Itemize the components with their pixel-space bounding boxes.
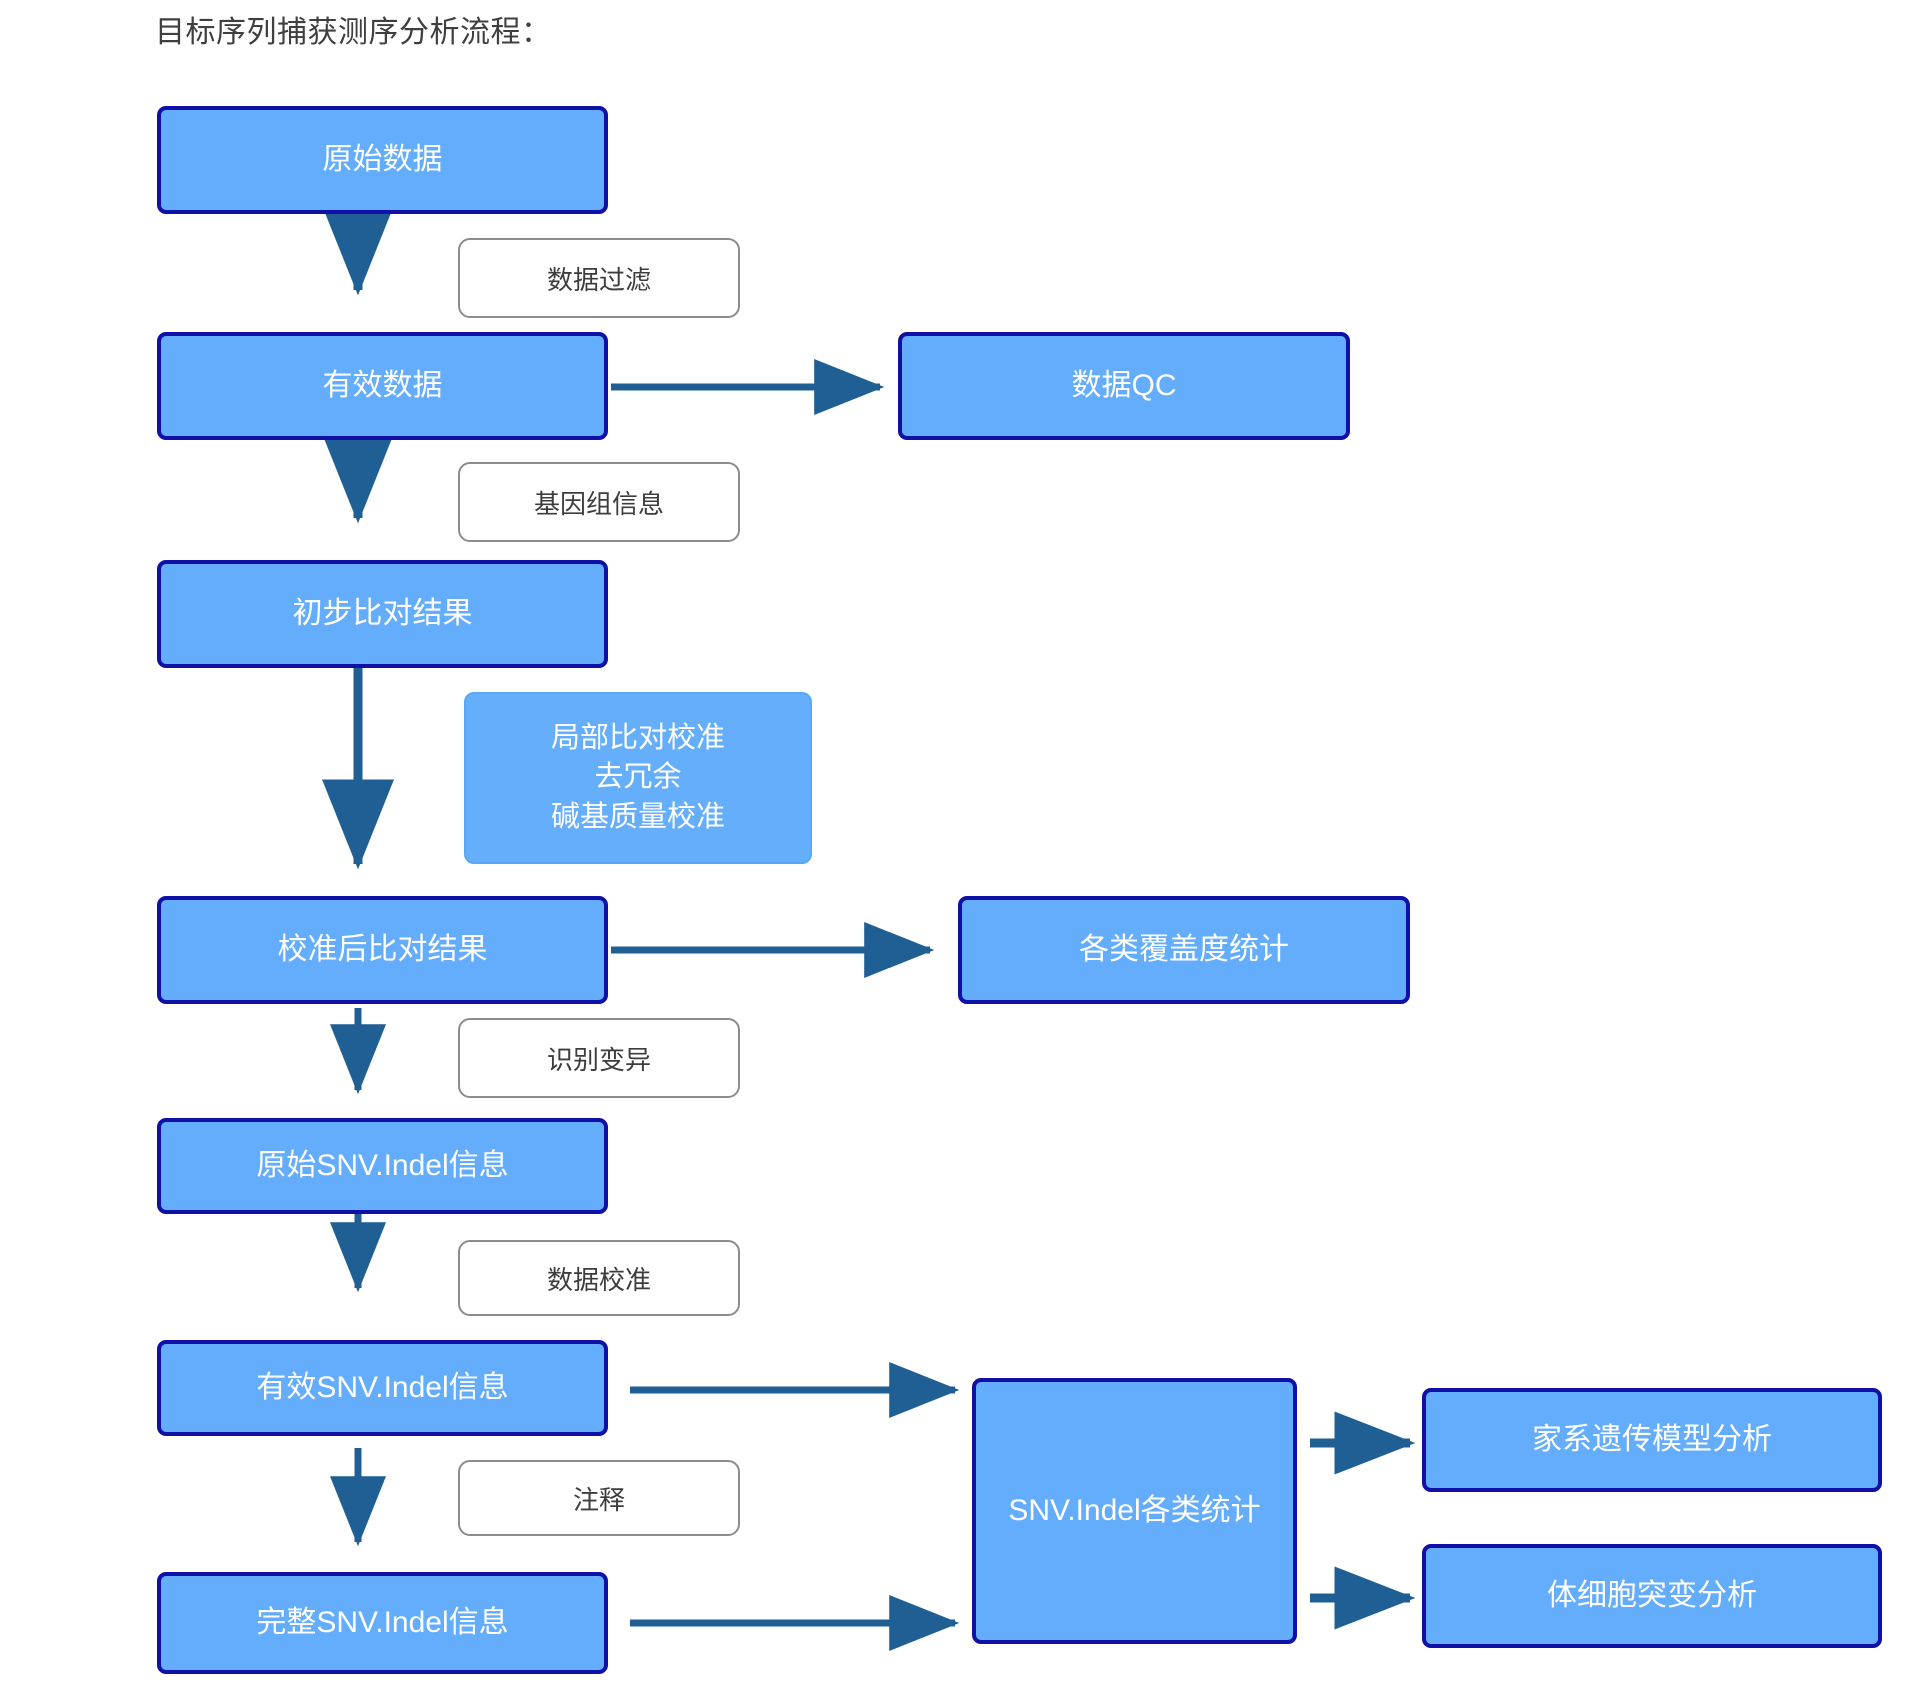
caption-data-calibration: 数据校准 (458, 1240, 740, 1316)
node-raw-snv-indel[interactable]: 原始SNV.Indel信息 (157, 1118, 608, 1214)
node-valid-data[interactable]: 有效数据 (157, 332, 608, 440)
node-pedigree-analysis[interactable]: 家系遗传模型分析 (1422, 1388, 1882, 1492)
caption-genome-info: 基因组信息 (458, 462, 740, 542)
node-raw-data[interactable]: 原始数据 (157, 106, 608, 214)
node-somatic-analysis[interactable]: 体细胞突变分析 (1422, 1544, 1882, 1648)
node-realign-block[interactable]: 局部比对校准 去冗余 碱基质量校准 (464, 692, 812, 864)
node-full-snv-indel[interactable]: 完整SNV.Indel信息 (157, 1572, 608, 1674)
node-coverage-stats[interactable]: 各类覆盖度统计 (958, 896, 1410, 1004)
caption-data-filter: 数据过滤 (458, 238, 740, 318)
node-calibrated-alignment[interactable]: 校准后比对结果 (157, 896, 608, 1004)
page-title: 目标序列捕获测序分析流程： (155, 16, 552, 49)
node-snv-indel-stats[interactable]: SNV.Indel各类统计 (972, 1378, 1297, 1644)
node-initial-alignment[interactable]: 初步比对结果 (157, 560, 608, 668)
node-valid-snv-indel[interactable]: 有效SNV.Indel信息 (157, 1340, 608, 1436)
caption-annotation: 注释 (458, 1460, 740, 1536)
caption-variant-calling: 识别变异 (458, 1018, 740, 1098)
node-data-qc[interactable]: 数据QC (898, 332, 1350, 440)
